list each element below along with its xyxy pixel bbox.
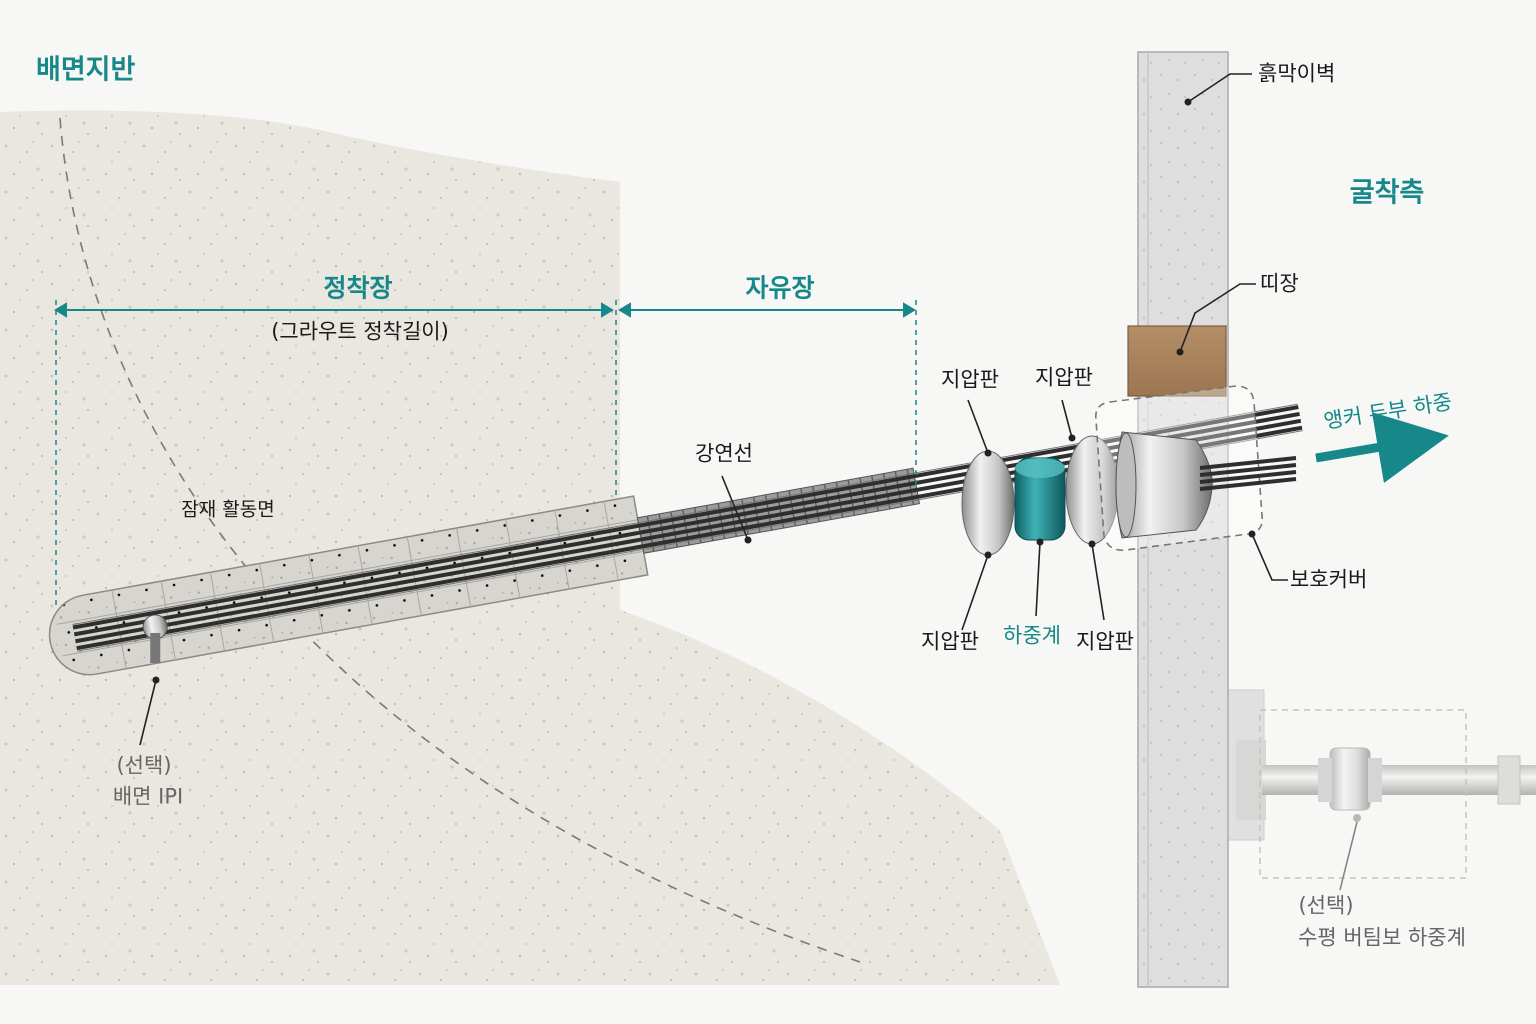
fixed-length-label: 정착장 <box>323 273 393 303</box>
strut-dashed-box <box>1259 709 1467 879</box>
bearing-plate-top-1: 지압판 <box>941 367 999 392</box>
bearing-plate-bottom-1: 지압판 <box>921 629 979 654</box>
wale-block <box>1127 325 1227 397</box>
slip-surface-label: 잠재 활동면 <box>181 498 275 521</box>
load-cell-label: 하중계 <box>1003 623 1061 648</box>
cover-label: 보호커버 <box>1290 567 1368 592</box>
wall-label: 흙막이벽 <box>1258 61 1336 86</box>
bearing-plate-top-2: 지압판 <box>1035 365 1093 390</box>
bearing-plate-bottom-2: 지압판 <box>1076 629 1134 654</box>
dimension-lines <box>54 302 916 318</box>
ipi-tag: (선택) <box>116 753 172 778</box>
bearing-plate-1 <box>961 450 1015 556</box>
slip-surface-line <box>59 117 861 963</box>
strut-cell-tag: (선택) <box>1298 893 1354 918</box>
backfill-title: 배면지반 <box>36 54 136 86</box>
fixed-length-sub: (그라우트 정착길이) <box>271 319 449 344</box>
anchor-load-arrow <box>1315 412 1449 484</box>
anchor-head <box>961 385 1297 556</box>
excavation-side-title: 굴착측 <box>1349 177 1425 209</box>
free-length-label: 자유장 <box>745 273 815 303</box>
wale-label: 띠장 <box>1260 271 1299 296</box>
ipi-name: 배면 IPI <box>112 784 184 809</box>
strut-cell-name: 수평 버팀보 하중계 <box>1298 925 1466 950</box>
strand-label: 강연선 <box>695 441 753 466</box>
strut-assembly <box>1227 689 1536 879</box>
leader-lines <box>139 73 1358 891</box>
